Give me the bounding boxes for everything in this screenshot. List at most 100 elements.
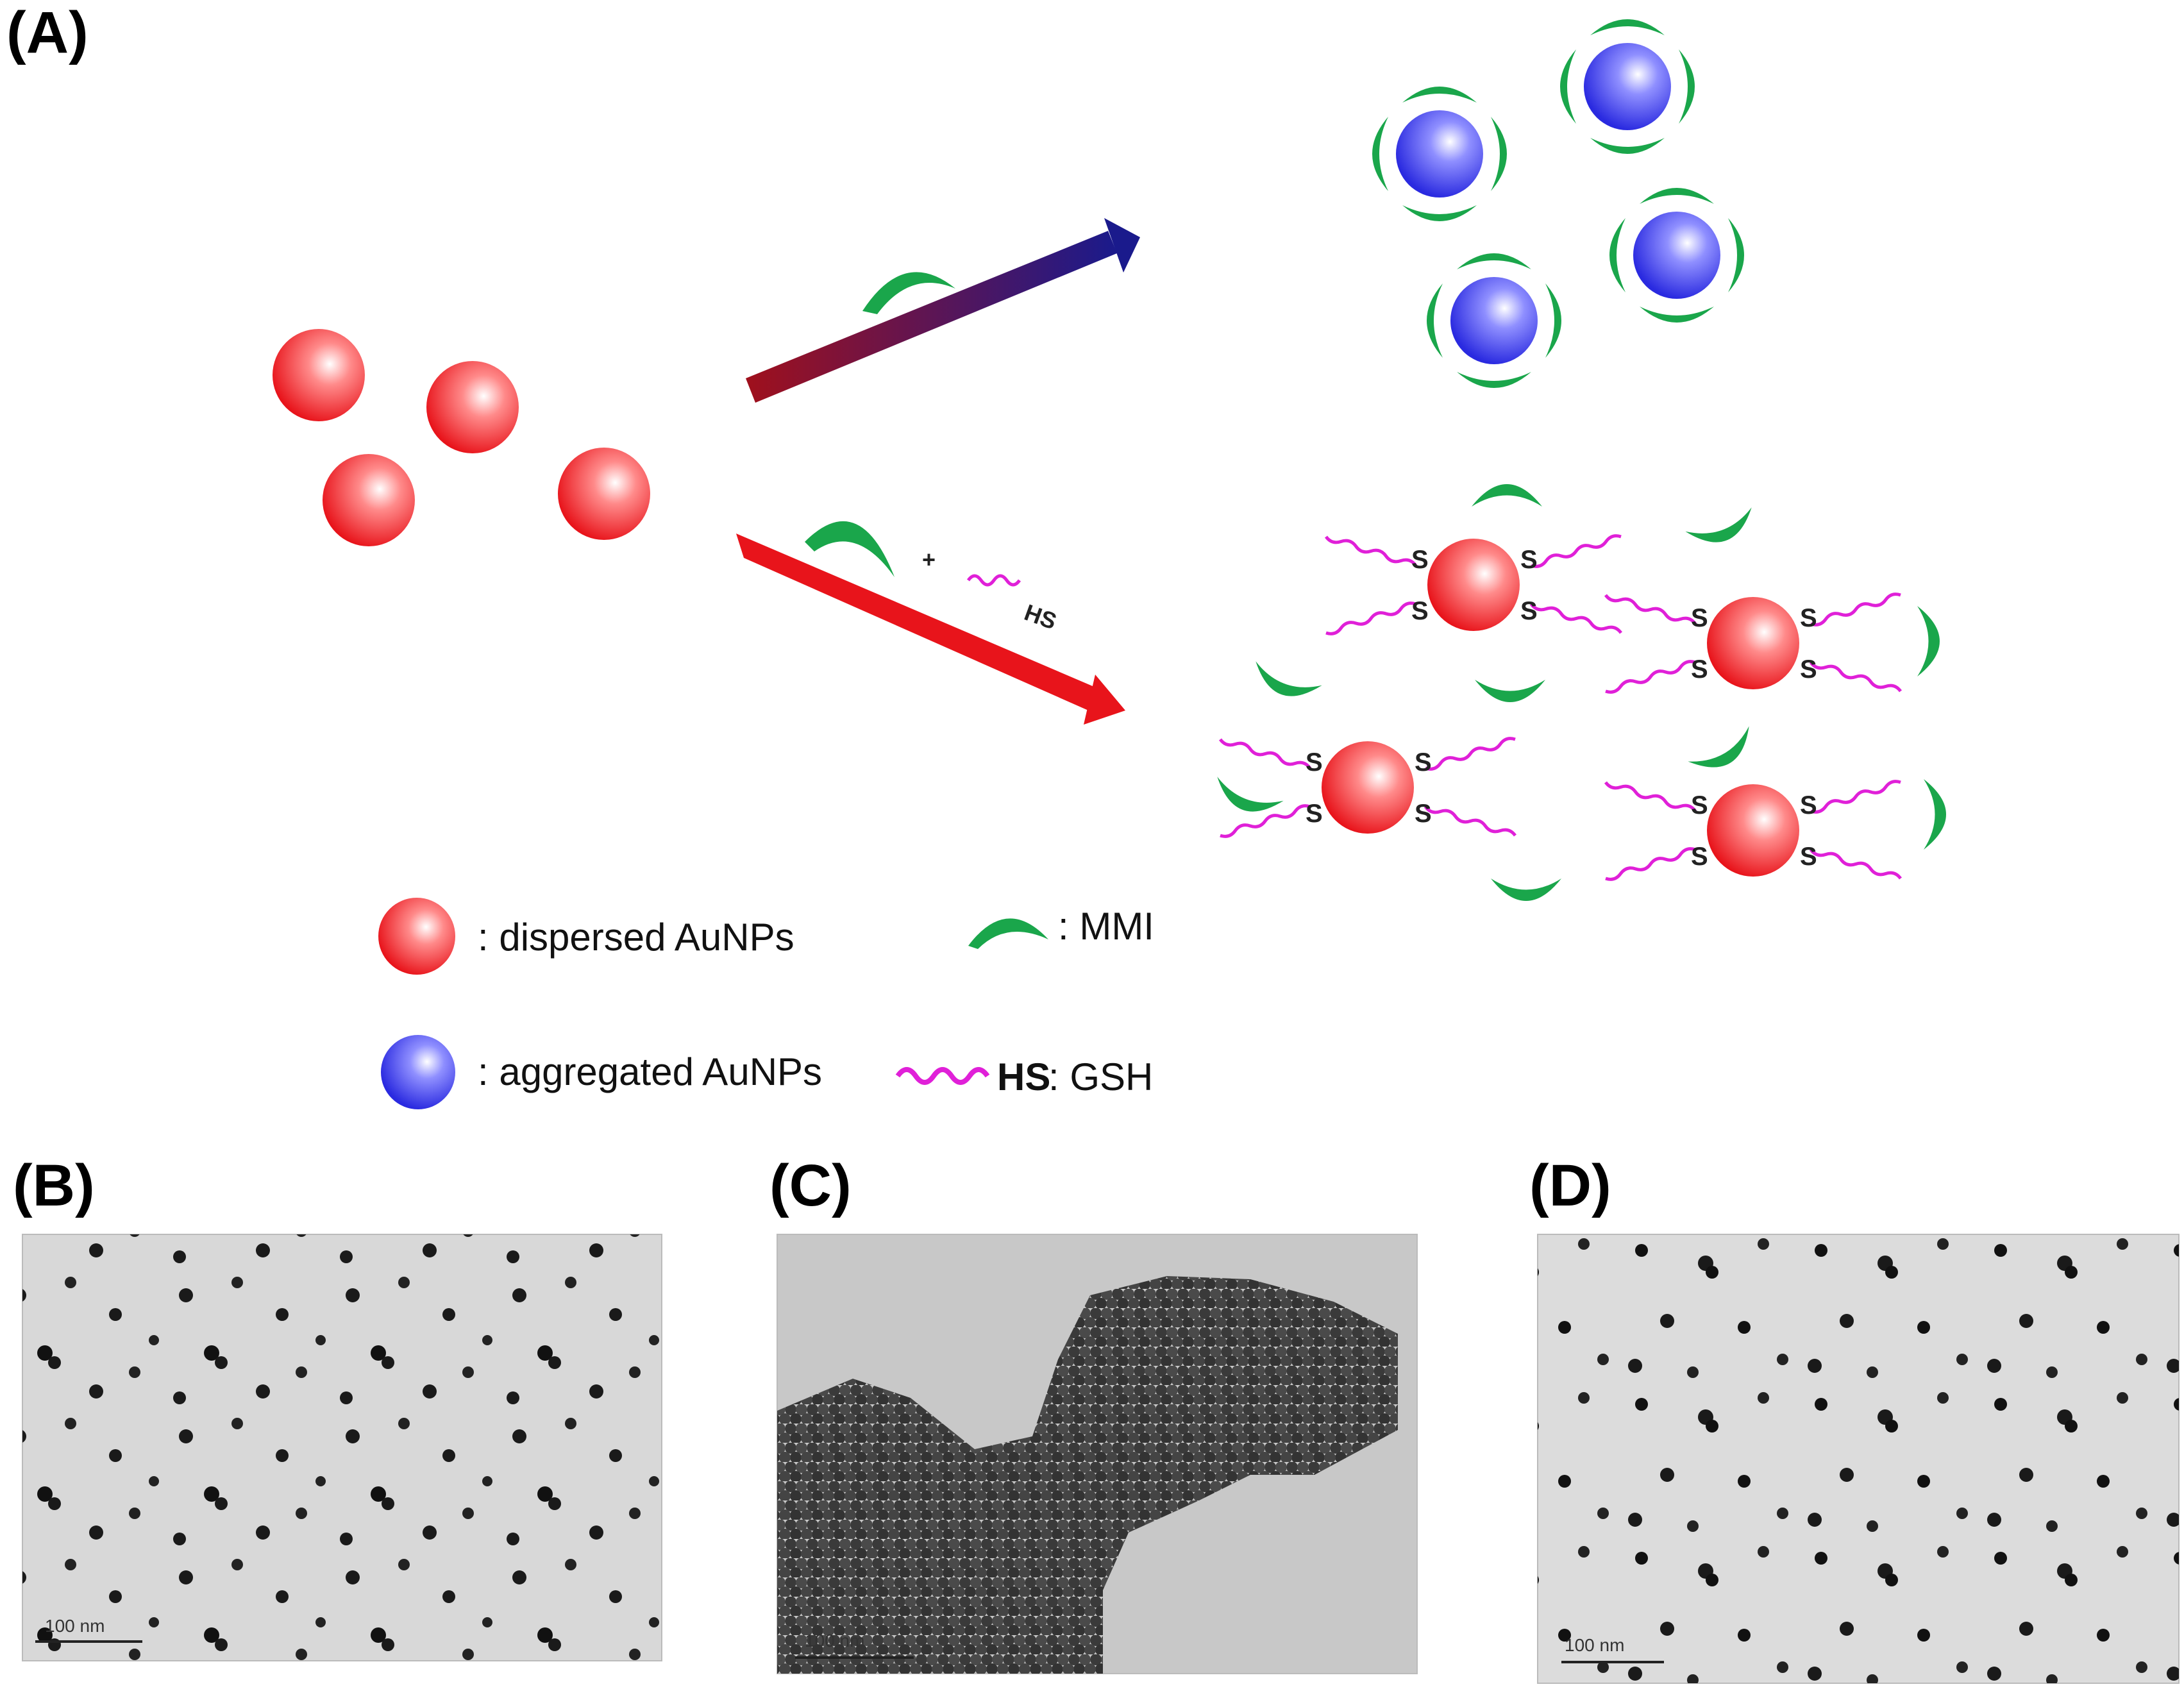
red-particle — [323, 454, 415, 546]
gsh-chain — [1324, 535, 1418, 567]
sulfur-label: S — [1800, 791, 1817, 819]
blue-particle — [1450, 277, 1538, 364]
gsh-chain — [1325, 601, 1416, 635]
gsh-chain — [1810, 592, 1901, 626]
gsh-chain — [1604, 781, 1697, 812]
free-mmi-arc — [1475, 680, 1545, 702]
plus-sign: + — [922, 546, 936, 573]
sulfur-label: S — [1411, 597, 1429, 625]
legend-gsh-label: : GSH — [1048, 1055, 1153, 1098]
aggregated-particle-unit — [1609, 188, 1744, 323]
top-reaction-arrow — [746, 218, 1140, 403]
arrow-shaft-top — [746, 231, 1117, 403]
mmi-arc — [1609, 218, 1625, 292]
gsh-chain — [1531, 534, 1622, 568]
gsh-chain — [1604, 594, 1697, 625]
legend-mmi-label: : MMI — [1058, 905, 1154, 948]
red-particle — [426, 361, 519, 453]
arrow-shaft-bottom — [736, 534, 1111, 717]
legend-gsh-hs: HS — [997, 1055, 1050, 1098]
sulfur-label: S — [1411, 546, 1429, 574]
arrow-head-bottom — [1084, 675, 1125, 725]
gsh-chain — [1810, 780, 1901, 814]
tem-image-d: 100 nm — [1537, 1234, 2180, 1684]
sulfur-label: S — [1520, 597, 1538, 625]
legend-dispersed-label: : dispersed AuNPs — [478, 916, 794, 959]
sulfur-label: S — [1520, 546, 1538, 574]
mmi-arc — [1679, 49, 1695, 124]
free-mmi-arc — [1256, 661, 1322, 696]
sulfur-label: S — [1691, 604, 1708, 632]
arrow-head-top — [1104, 218, 1140, 273]
red-particle — [558, 448, 650, 540]
red-particle — [1707, 784, 1799, 877]
free-mmi-arc — [1217, 777, 1284, 812]
mmi-arc — [1728, 218, 1744, 292]
mmi-arc — [1402, 205, 1477, 221]
mmi-arc — [1590, 138, 1665, 154]
scale-bar-label-c: 100 nm — [805, 1631, 864, 1651]
sulfur-label: S — [1691, 791, 1708, 819]
legend: : dispersed AuNPs : aggregated AuNPs : M… — [378, 898, 1154, 1109]
hs-label: HS — [1021, 599, 1060, 635]
tem-image-c: 100 nm — [777, 1234, 1418, 1674]
sulfur-label: S — [1800, 655, 1817, 684]
gsh-chain — [1809, 661, 1903, 693]
sulfur-label: S — [1800, 843, 1817, 871]
free-mmi-arc — [1472, 484, 1542, 507]
gsh-chain — [1809, 848, 1903, 880]
panel-label-d: (D) — [1529, 1153, 1611, 1218]
aggregated-particle-unit — [1372, 87, 1507, 221]
free-mmi-arc — [1685, 507, 1752, 542]
gsh-chain — [1605, 660, 1696, 694]
gsh-wave-icon — [966, 574, 1021, 587]
aggregated-particle-unit — [1427, 253, 1561, 388]
blue-particle — [1396, 110, 1483, 197]
sulfur-label: S — [1306, 800, 1323, 828]
blue-particle — [1633, 212, 1720, 299]
red-particle — [1322, 741, 1414, 834]
sulfur-label: S — [1415, 748, 1432, 777]
mmi-arc — [1491, 117, 1507, 191]
gsh-chain — [1220, 804, 1311, 838]
gsh-chain — [1605, 847, 1696, 881]
bottom-reaction-arrow: + HS — [736, 521, 1125, 725]
free-mmi-arc — [1917, 606, 1940, 676]
tem-image-b: 100 nm — [22, 1234, 662, 1661]
sulfur-label: S — [1691, 843, 1708, 871]
gsh-chain — [1529, 603, 1623, 634]
legend-dispersed-swatch — [378, 898, 455, 975]
red-particle — [273, 329, 365, 421]
sulfur-label: S — [1691, 655, 1708, 684]
mmi-arc — [1590, 19, 1665, 35]
sulfur-label: S — [1415, 800, 1432, 828]
panel-label-b: (B) — [13, 1153, 95, 1218]
mmi-icon — [805, 521, 895, 577]
gsh-chain — [1425, 737, 1516, 771]
panel-label-c: (C) — [769, 1153, 852, 1218]
scale-bar-label-b: 100 nm — [45, 1616, 105, 1636]
aggregated-cluster — [1372, 19, 1744, 388]
sulfur-label: S — [1306, 748, 1323, 777]
mmi-arc — [1457, 372, 1531, 388]
legend-aggregated-swatch — [381, 1035, 455, 1109]
scale-bar-label-d: 100 nm — [1565, 1635, 1624, 1655]
aggregated-particle-unit — [1560, 19, 1695, 154]
legend-aggregated-label: : aggregated AuNPs — [478, 1050, 822, 1093]
red-particle — [1707, 597, 1799, 689]
initial-dispersed-aunps — [273, 329, 650, 546]
mmi-arc — [1427, 283, 1443, 358]
free-mmi-arc — [1924, 779, 1946, 850]
mmi-arc — [1372, 117, 1388, 191]
red-particle — [1427, 539, 1520, 631]
legend-gsh-swatch — [895, 1067, 990, 1085]
mmi-arc — [1402, 87, 1477, 103]
mmi-arc — [1640, 307, 1714, 323]
mmi-arc — [1457, 253, 1531, 269]
